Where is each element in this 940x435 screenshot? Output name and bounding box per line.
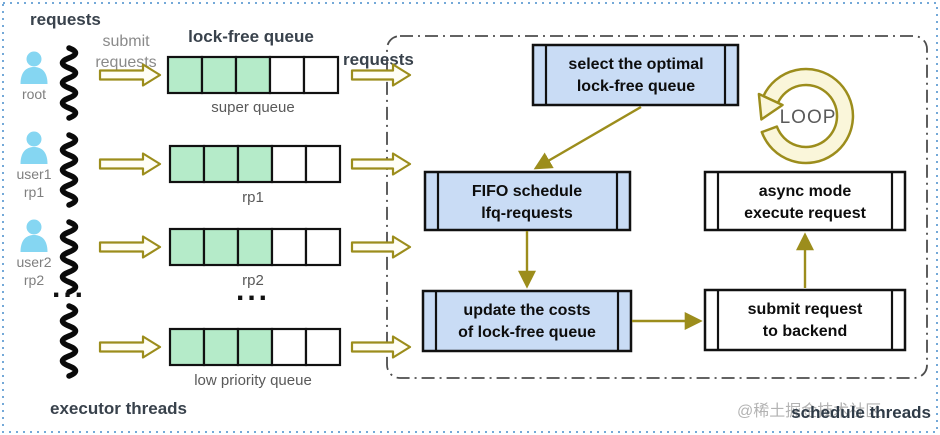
queue-low-priority-label: low priority queue bbox=[194, 372, 312, 389]
flow-box-update-costs: update the costs of lock-free queue bbox=[421, 289, 633, 353]
thread-squiggle-3 bbox=[59, 219, 79, 295]
executor-threads-heading: executor threads bbox=[50, 399, 187, 418]
arrow-select-to-fifo bbox=[533, 105, 642, 170]
submit-arrow-3 bbox=[98, 235, 162, 259]
svg-text:select the optimal: select the optimal bbox=[568, 56, 703, 73]
svg-text:to backend: to backend bbox=[763, 323, 847, 340]
svg-text:FIFO schedule: FIFO schedule bbox=[472, 183, 582, 200]
queue-super bbox=[166, 55, 340, 95]
user2-pool-label: rp2 bbox=[24, 272, 44, 288]
requests-arrow-2 bbox=[350, 152, 412, 176]
thread-squiggle-4 bbox=[59, 303, 79, 379]
submit-arrow-2 bbox=[98, 152, 162, 176]
requests-arrow-3 bbox=[350, 235, 412, 259]
queue-low-priority bbox=[168, 327, 342, 367]
thread-squiggle-2 bbox=[59, 132, 79, 208]
requests-arrow-4 bbox=[350, 335, 412, 359]
watermark-text: @稀土掘金技术社区 bbox=[737, 402, 881, 420]
svg-text:update the costs: update the costs bbox=[463, 302, 590, 319]
queue-rp1-label: rp1 bbox=[242, 189, 264, 206]
svg-text:submit request: submit request bbox=[748, 301, 863, 318]
submit-label-line2: requests bbox=[95, 54, 156, 71]
svg-text:lfq-requests: lfq-requests bbox=[481, 205, 573, 222]
schedule-threads-heading: schedule threads bbox=[791, 403, 931, 422]
submit-arrow-1 bbox=[98, 63, 162, 87]
submit-label-line1: submit bbox=[102, 33, 150, 50]
queues-ellipsis: ... bbox=[236, 274, 270, 307]
flow-box-async-execute: async mode execute request bbox=[703, 170, 907, 232]
svg-text:execute request: execute request bbox=[744, 205, 867, 222]
queue-super-label: super queue bbox=[211, 99, 294, 116]
flow-box-submit-backend: submit request to backend bbox=[703, 288, 907, 352]
flow-box-fifo-schedule: FIFO schedule lfq-requests bbox=[423, 170, 632, 232]
loop-arrow-icon bbox=[757, 67, 855, 165]
svg-text:async mode: async mode bbox=[759, 183, 852, 200]
user-icon-root bbox=[20, 51, 48, 84]
requests-arrow-1 bbox=[350, 63, 412, 87]
user2-label: user2 bbox=[16, 254, 51, 270]
submit-arrow-4 bbox=[98, 335, 162, 359]
queue-rp2 bbox=[168, 227, 342, 267]
loop-label: LOOP bbox=[780, 107, 837, 128]
user-icon-user2 bbox=[20, 219, 48, 252]
schedule-threads-container bbox=[386, 35, 928, 379]
requests-mid-heading: requests bbox=[343, 50, 414, 69]
user1-pool-label: rp1 bbox=[24, 184, 44, 200]
requests-heading: requests bbox=[30, 10, 101, 29]
users-ellipsis: ... bbox=[52, 271, 86, 304]
svg-text:lock-free queue: lock-free queue bbox=[577, 78, 695, 95]
thread-squiggle-1 bbox=[59, 45, 79, 121]
queue-rp2-label: rp2 bbox=[242, 272, 264, 289]
user1-label: user1 bbox=[16, 166, 51, 182]
user-root-label: root bbox=[22, 86, 46, 102]
flow-box-select-optimal: select the optimal lock-free queue bbox=[531, 43, 740, 107]
user-icon-user1 bbox=[20, 131, 48, 164]
svg-text:of lock-free queue: of lock-free queue bbox=[458, 324, 596, 341]
queue-rp1 bbox=[168, 144, 342, 184]
lockfree-queue-heading: lock-free queue bbox=[188, 27, 314, 46]
